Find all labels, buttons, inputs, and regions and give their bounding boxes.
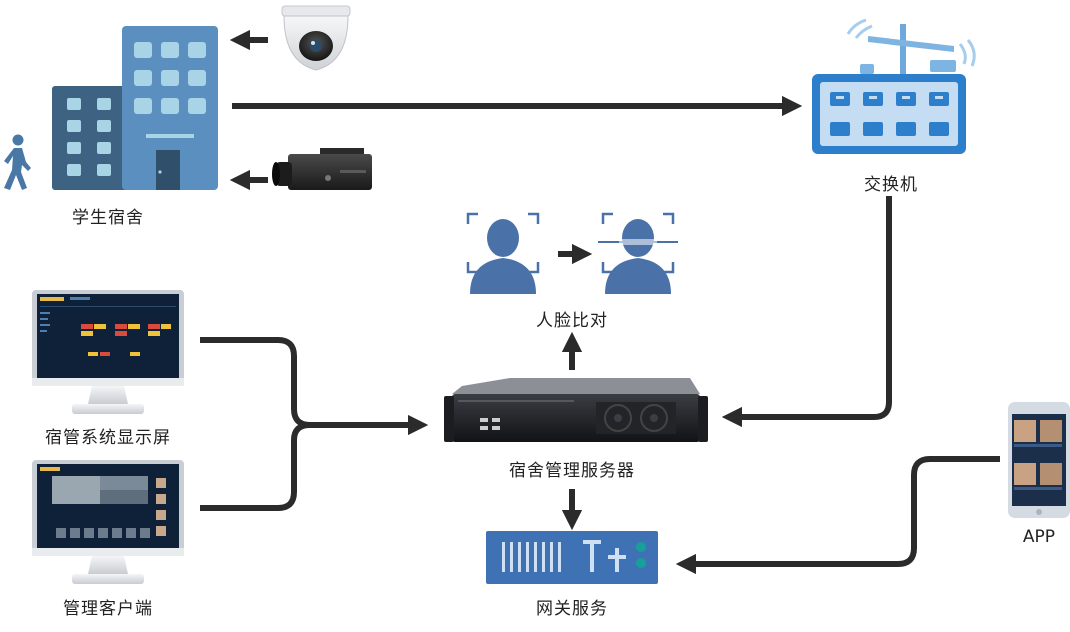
connectors bbox=[200, 29, 1000, 575]
building-icon bbox=[52, 26, 218, 190]
node-label-app: APP bbox=[1022, 527, 1056, 547]
box-camera-icon bbox=[272, 148, 372, 190]
node-label-face-compare: 人脸比对 bbox=[536, 311, 608, 331]
node-label-mgmt-client: 管理客户端 bbox=[63, 599, 153, 619]
monitor-icon bbox=[32, 460, 184, 584]
node-label-switch: 交换机 bbox=[864, 175, 918, 195]
gateway-device-icon bbox=[486, 531, 658, 584]
rack-server-icon bbox=[444, 378, 708, 442]
node-label-server: 宿舍管理服务器 bbox=[509, 461, 635, 481]
smartphone-icon bbox=[1008, 402, 1070, 518]
node-label-gateway: 网关服务 bbox=[536, 599, 608, 619]
network-switch-icon bbox=[812, 18, 976, 154]
monitor-icon bbox=[32, 290, 184, 414]
face-recognition-icon bbox=[466, 212, 678, 294]
edge-switch-to-server bbox=[721, 196, 892, 428]
edge-client-to-server bbox=[200, 422, 311, 511]
edge-app-to-gateway bbox=[675, 456, 1000, 575]
edge-display-to-server bbox=[200, 337, 429, 436]
dome-camera-icon bbox=[281, 5, 351, 71]
node-label-dorm-building: 学生宿舍 bbox=[72, 208, 144, 228]
walking-person-icon bbox=[4, 134, 31, 190]
node-label-display-screen: 宿管系统显示屏 bbox=[45, 428, 171, 448]
